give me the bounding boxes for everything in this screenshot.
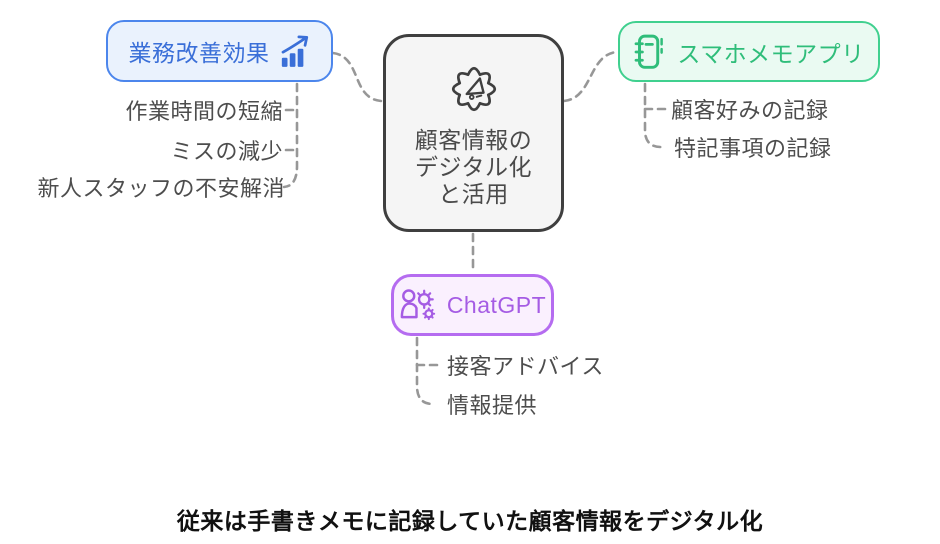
branch-label-chatgpt: ChatGPT	[446, 291, 547, 318]
person-gear-icon	[400, 289, 435, 321]
child-label-customer-preference-record: 顧客好みの記録	[671, 98, 829, 123]
center-line-3: と活用	[438, 181, 509, 207]
center-node-label: 顧客情報の デジタル化 と活用	[415, 127, 533, 208]
connector-blue-trunk	[282, 82, 299, 189]
branch-node-business-improvement: 業務改善効果	[106, 20, 333, 82]
child-label-fewer-mistakes: ミスの減少	[170, 139, 283, 164]
center-line-1: 顧客情報の	[414, 127, 533, 153]
child-label-service-advice: 接客アドバイス	[447, 354, 604, 379]
diagram-caption: 従来は手書きメモに記録していた顧客情報をデジタル化	[176, 508, 764, 534]
trend-chart-icon	[281, 35, 308, 67]
branch-node-chatgpt: ChatGPT	[391, 274, 554, 336]
branch-label-business-improvement: 業務改善効果	[128, 40, 270, 66]
center-line-2: デジタル化	[414, 154, 533, 180]
child-label-special-notes-record: 特記事項の記録	[674, 136, 832, 161]
connector-chatgpt-trunk	[415, 336, 435, 406]
connector-blue-to-center	[331, 51, 383, 103]
child-label-information-provision: 情報提供	[447, 393, 538, 418]
notebook-icon	[634, 34, 664, 69]
child-label-work-time-reduction: 作業時間の短縮	[125, 99, 283, 124]
branch-node-smartphone-memo-app: スマホメモアプリ	[618, 21, 880, 82]
connector-center-to-green	[562, 50, 618, 103]
gear-megaphone-icon	[451, 66, 496, 112]
branch-label-smartphone-memo-app: スマホメモアプリ	[677, 40, 865, 67]
child-label-new-staff-relief: 新人スタッフの不安解消	[37, 176, 285, 201]
center-node: 顧客情報の デジタル化 と活用	[383, 34, 564, 232]
connector-green-trunk	[643, 82, 663, 149]
